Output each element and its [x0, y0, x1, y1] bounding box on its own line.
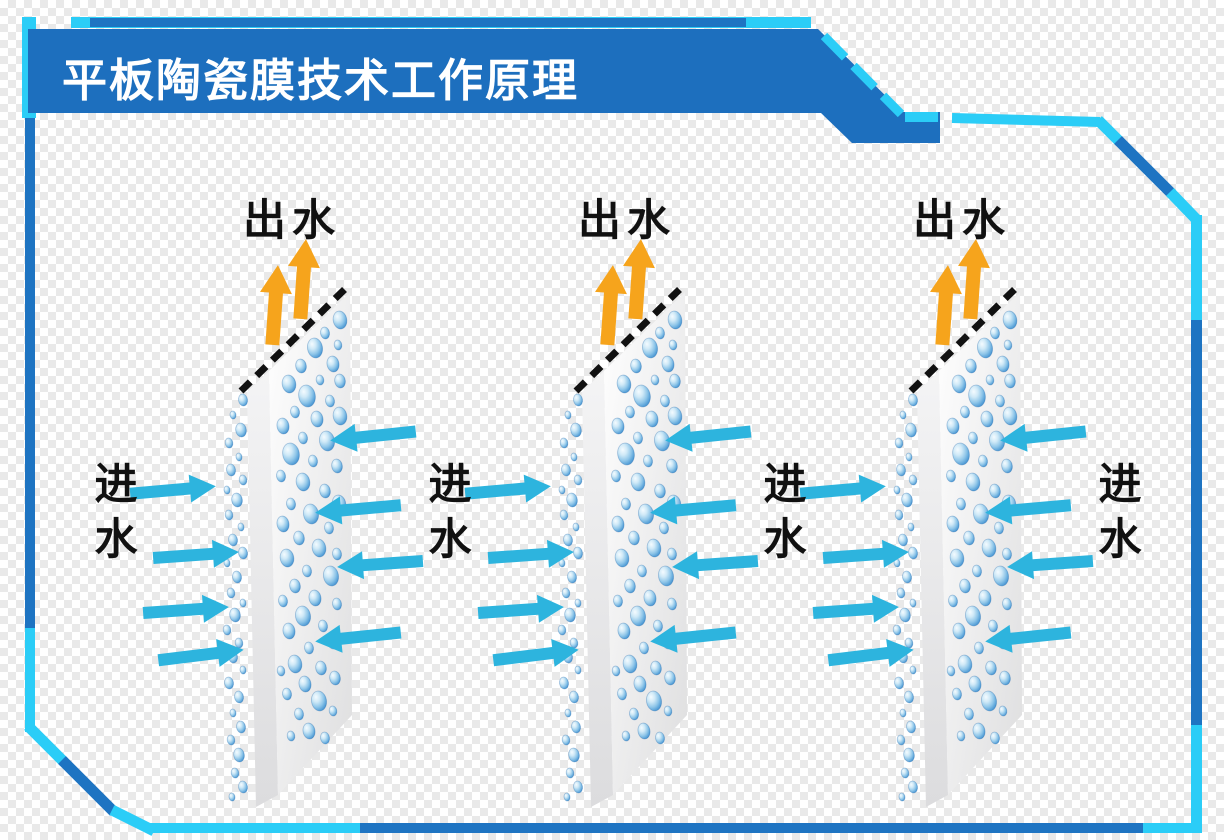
- membrane-3: [892, 238, 1022, 807]
- title-banner: [28, 29, 940, 143]
- outlet-label-2: 出水: [578, 197, 676, 245]
- tech-frame: [22, 17, 1202, 836]
- connector-diagonal: [1094, 116, 1124, 146]
- right-border: [1191, 320, 1202, 725]
- bottom-border: [148, 823, 360, 833]
- inlet-arrows-to-membrane-1: [129, 472, 245, 674]
- corner-diagonal: [58, 756, 118, 816]
- left-border: [25, 118, 35, 628]
- corner-diagonal: [109, 805, 157, 836]
- bottom-border: [360, 823, 1143, 833]
- inlet-arrows-to-membrane-2: [464, 472, 580, 674]
- connector-segment: [951, 113, 1101, 127]
- inlet-arrows-to-membrane-3: [799, 472, 915, 674]
- bottom-border: [1143, 823, 1202, 833]
- page-title: 平板陶瓷膜技术工作原理: [62, 55, 580, 106]
- membrane-2: [557, 238, 687, 807]
- inlet-label-1: 进水: [94, 461, 138, 564]
- inlet-label-3: 进水: [763, 461, 807, 564]
- inlet-label-4: 进水: [1098, 461, 1142, 564]
- right-border: [1191, 215, 1202, 320]
- membrane-1: [222, 238, 352, 807]
- inlet-label-2: 进水: [428, 461, 472, 564]
- top-accent-blue-bar: [90, 18, 746, 27]
- right-border: [1191, 725, 1202, 833]
- connector-diagonal: [1114, 136, 1176, 198]
- left-border: [25, 628, 35, 732]
- outlet-label-3: 出水: [913, 197, 1011, 245]
- chamfer-accent: [820, 32, 905, 118]
- outlet-label-1: 出水: [243, 197, 341, 245]
